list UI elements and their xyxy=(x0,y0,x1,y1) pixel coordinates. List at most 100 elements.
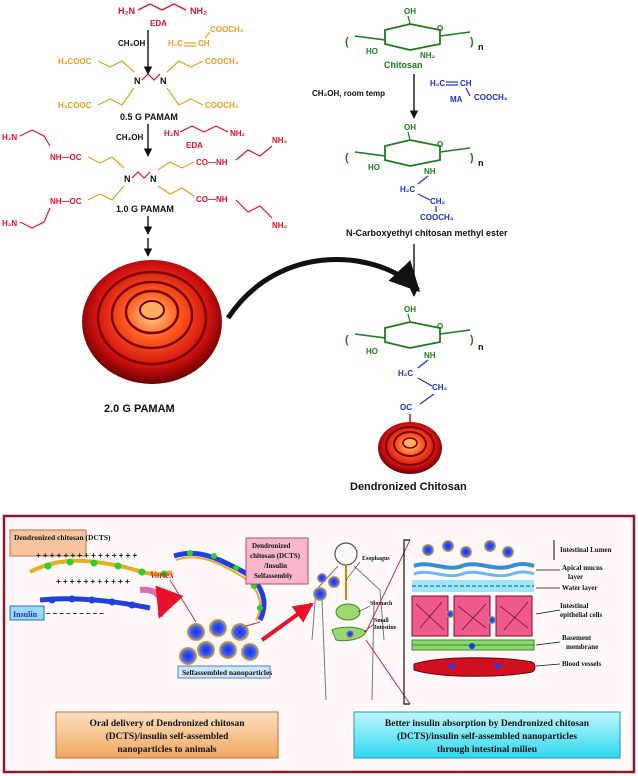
svg-text:MA: MA xyxy=(450,95,463,104)
svg-text:CO—NH: CO—NH xyxy=(196,158,228,167)
caption-right-3: through intestinal milieu xyxy=(437,745,538,755)
svg-text:H₂C: H₂C xyxy=(168,39,183,48)
svg-text:CH: CH xyxy=(460,79,472,88)
ma-conditions: CH₃OH, room temp xyxy=(312,89,385,98)
delivery-arrow xyxy=(260,602,314,642)
svg-text:H₂N: H₂N xyxy=(164,129,179,138)
methyl-acrylate: H₂C CH COOCH₃ xyxy=(168,25,244,48)
label-epithelial-2: epithelial cells xyxy=(560,611,602,619)
svg-text:H₃COOC: H₃COOC xyxy=(58,101,92,110)
eda-h2n: H₂N xyxy=(118,6,135,16)
caption-left-box xyxy=(55,711,279,759)
svg-text:COOCH₃: COOCH₃ xyxy=(474,93,508,102)
label-basement-1: Basement xyxy=(562,634,592,642)
svg-text:NH₂: NH₂ xyxy=(272,221,288,230)
label-chitosan: Chitosan xyxy=(384,60,423,70)
svg-text:– – – – – – – – –: – – – – – – – – – xyxy=(46,609,104,618)
label-mucus-2: layer xyxy=(568,573,583,581)
vortex-label: Vortex xyxy=(150,570,175,580)
dendronized-chitosan-structure: OH O ( ) HO NH n H₂C CH₂ OC Dendronized … xyxy=(345,305,484,493)
methyl-acrylate-ma: H₂C CH COOCH₃ MA xyxy=(430,79,508,104)
label-1-0g: 1.0 G PAMAM xyxy=(116,204,174,214)
step1-reagent: CH₃OH xyxy=(118,39,145,48)
pamam-2-0-dendrimer xyxy=(82,260,222,384)
pamam-1-0-structure: H₂N NH—OC H₂N NH—OC N N CO—NH NH₂ CO—NH … xyxy=(2,129,288,230)
nanoparticles-box xyxy=(177,665,271,679)
svg-text:(: ( xyxy=(345,36,349,48)
label-0-5g: 0.5 G PAMAM xyxy=(120,112,178,122)
svg-text:CH₂: CH₂ xyxy=(432,383,448,392)
svg-text:NH—OC: NH—OC xyxy=(50,197,82,206)
selfassembly-line-1: Dendronized xyxy=(252,542,290,550)
svg-text:CH₂: CH₂ xyxy=(430,197,446,206)
selfassembly-line-4: Selfassembly xyxy=(254,572,293,580)
svg-text:N: N xyxy=(134,76,141,86)
dcts-box-label: Dendronized chitosan (DCTS) xyxy=(14,533,111,542)
svg-text:OH: OH xyxy=(404,305,416,314)
caption-right-box xyxy=(353,711,621,759)
label-dendronized-chitosan: Dendronized Chitosan xyxy=(350,481,467,493)
eda-top: H₂N NH₂ EDA xyxy=(118,3,207,28)
svg-text:COOCH₃: COOCH₃ xyxy=(420,213,454,222)
curved-arrow xyxy=(225,257,421,320)
svg-text:N: N xyxy=(150,174,157,184)
caption-left-1: Oral delivery of Dendronized chitosan xyxy=(90,719,246,729)
svg-text:O: O xyxy=(437,140,443,149)
label-basement-2: membrane xyxy=(566,643,598,651)
svg-text:COOCH₃: COOCH₃ xyxy=(205,101,239,110)
svg-text:O: O xyxy=(437,322,443,331)
svg-text:HO: HO xyxy=(366,347,378,356)
svg-text:O: O xyxy=(437,24,443,33)
svg-text:H₃COOC: H₃COOC xyxy=(58,57,92,66)
svg-text:N: N xyxy=(124,174,131,184)
label-lumen: Intestinal Lumen xyxy=(560,546,612,554)
svg-text:NH₂: NH₂ xyxy=(230,129,246,138)
svg-text:COOCH₃: COOCH₃ xyxy=(205,57,239,66)
svg-text:NH—OC: NH—OC xyxy=(50,153,82,162)
svg-text:HO: HO xyxy=(368,163,380,172)
insulin-box xyxy=(9,605,45,621)
svg-text:(: ( xyxy=(345,152,349,164)
selfassembly-line-3: /Insulin xyxy=(263,562,287,570)
svg-text:n: n xyxy=(478,342,484,352)
chitosan-structure: OH O ( ) HO NH₂ n Chitosan xyxy=(345,7,484,70)
layer-labels: Intestinal Lumen Apical mucus layer Wate… xyxy=(535,540,612,668)
svg-text:CO—NH: CO—NH xyxy=(196,195,228,204)
svg-text:N: N xyxy=(160,76,167,86)
svg-text:HO: HO xyxy=(366,47,378,56)
svg-text:OH: OH xyxy=(404,123,416,132)
svg-text:COOCH₃: COOCH₃ xyxy=(210,25,244,34)
svg-text:): ) xyxy=(470,36,474,48)
svg-text:H₂C: H₂C xyxy=(430,79,445,88)
svg-text:H₂N: H₂N xyxy=(2,133,17,142)
label-ester: N-Carboxyethyl chitosan methyl ester xyxy=(346,228,508,238)
selfassembly-box xyxy=(245,537,309,585)
svg-text:n: n xyxy=(478,158,484,168)
svg-text:OH: OH xyxy=(404,7,416,16)
label-epithelial-1: Intestinal xyxy=(560,602,588,610)
selfassembly-line-2: chitosan (DCTS) xyxy=(250,552,301,560)
svg-text:+ + + + + + + + + + + + + + +: + + + + + + + + + + + + + + + xyxy=(36,551,138,560)
intestinal-layers xyxy=(403,539,536,705)
eda-tag: EDA xyxy=(150,19,167,28)
svg-text:OC: OC xyxy=(400,403,412,412)
ester-product-structure: OH O ( ) HO NH n H₂C CH₂ COOCH₃ N-Carbox… xyxy=(345,123,508,238)
label-water: Water layer xyxy=(562,584,597,592)
small-label: Small xyxy=(374,618,389,624)
svg-text:NH: NH xyxy=(424,167,436,176)
svg-text:(: ( xyxy=(345,334,349,346)
label-mucus-1: Apical mucus xyxy=(562,564,603,572)
svg-text:H₂C: H₂C xyxy=(400,185,415,194)
caption-right-2: (DCTS)/insulin self-assembled nanopartic… xyxy=(397,731,577,742)
svg-text:NH₂: NH₂ xyxy=(272,136,288,145)
dcts-chain: + + + + + + + + + + + + + + + + + + + + … xyxy=(29,551,173,586)
svg-text:n: n xyxy=(478,42,484,52)
label-vessels: Blood vessels xyxy=(562,660,601,668)
svg-text:+ + + + + + + + + + +: + + + + + + + + + + + xyxy=(56,577,130,586)
step2-reagent: CH₃OH xyxy=(116,133,143,142)
svg-text:H₂C: H₂C xyxy=(398,369,413,378)
digestive-system: Esophagus Stomach Small Intestine xyxy=(311,542,397,701)
svg-text:EDA: EDA xyxy=(186,141,203,150)
eda-second: H₂N NH₂ EDA xyxy=(164,125,246,150)
caption-left-3: nanoparticles to animals xyxy=(117,745,217,755)
